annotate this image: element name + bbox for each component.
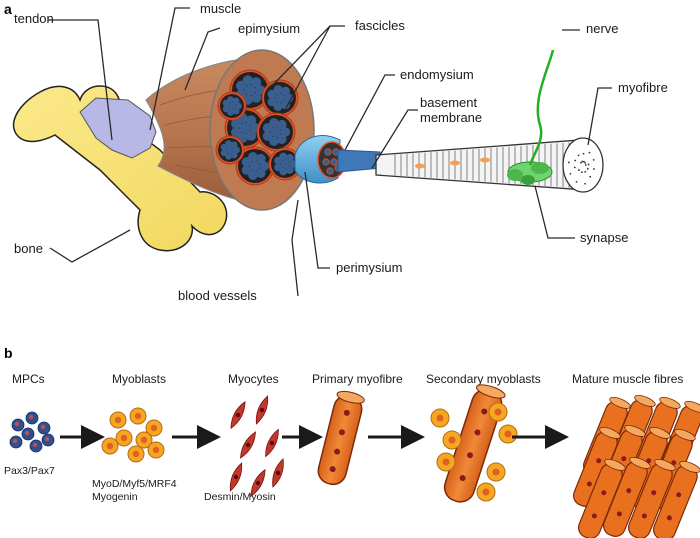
mpcs-cells: [9, 411, 55, 453]
label-muscle: muscle: [200, 1, 241, 16]
leader-lines-a: [48, 7, 612, 297]
label-endomysium: endomysium: [400, 67, 474, 82]
secondary-myoblasts: [430, 384, 518, 503]
marker-myoblasts-line1: MyoD/Myf5/MRF4: [92, 478, 177, 490]
stage-myocytes: Myocytes: [228, 372, 279, 386]
myofibre-illustration: [375, 137, 604, 193]
label-perimysium: perimysium: [336, 260, 402, 275]
label-myofibre: myofibre: [618, 80, 668, 95]
label-fascicles: fascicles: [355, 18, 405, 33]
label-basement-line1: basement: [420, 95, 477, 110]
marker-myocytes: Desmin/Myosin: [204, 491, 276, 503]
primary-myofibre: [317, 390, 365, 486]
label-tendon: tendon: [14, 11, 54, 26]
tendon-illustration: [79, 97, 157, 159]
mature-muscle-fibres: [572, 394, 700, 538]
marker-mpcs: Pax3/Pax7: [4, 465, 55, 477]
muscle-cross-section: [209, 49, 315, 211]
myocyte-cells: [229, 395, 284, 498]
panel-b-letter: b: [4, 345, 13, 361]
stage-myoblasts: Myoblasts: [112, 372, 166, 386]
panel-a-letter: a: [4, 1, 12, 17]
label-epimysium: epimysium: [238, 21, 300, 36]
label-synapse: synapse: [580, 230, 628, 245]
label-nerve: nerve: [586, 21, 619, 36]
stage-mpcs: MPCs: [12, 372, 45, 386]
label-basement-line2: membrane: [420, 110, 482, 125]
fascicle-bundle: [294, 135, 383, 184]
label-bone: bone: [14, 241, 43, 256]
marker-myoblasts-line2: Myogenin: [92, 491, 138, 503]
stage-secondary: Secondary myoblasts: [426, 372, 541, 386]
label-blood-vessels: blood vessels: [178, 288, 257, 303]
stage-mature: Mature muscle fibres: [572, 372, 683, 386]
myoblast-cells: [101, 407, 165, 463]
bone-illustration: [12, 85, 228, 252]
nerve-line: [528, 49, 555, 166]
stage-primary: Primary myofibre: [312, 372, 403, 386]
